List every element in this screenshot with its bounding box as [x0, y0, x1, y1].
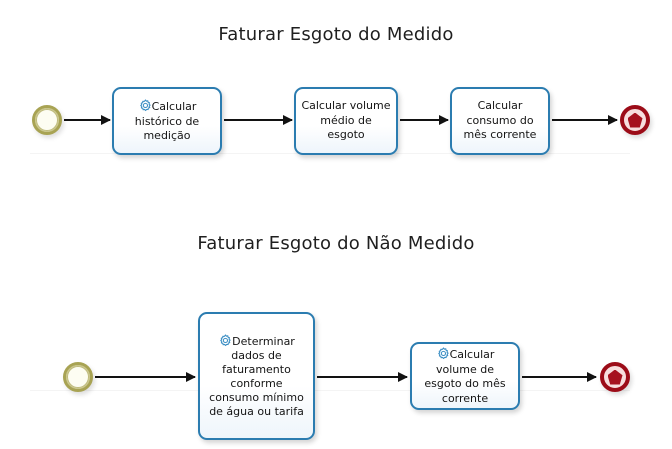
diagram-1-task-calcular-historico-medicao[interactable]: Calcular histórico de medição: [112, 87, 222, 155]
diagram-1-start-event[interactable]: [32, 105, 62, 135]
task-label-wrapper: Calcular volume de esgoto do mês corrent…: [417, 346, 513, 406]
diagram-1-flow-task3-to-end: [552, 115, 618, 125]
diagram-1-end-event[interactable]: [620, 105, 650, 135]
terminate-pentagon-icon: [627, 112, 643, 128]
diagram-1-flow-task1-to-task2: [224, 115, 293, 125]
diagram-2-flow-task1-to-task2: [317, 372, 408, 382]
gear-icon: [138, 98, 153, 113]
task-label-text: Calcular volume médio de esgoto: [301, 99, 391, 142]
diagram-2-title: Faturar Esgoto do Não Medido: [197, 233, 475, 254]
diagram-2-start-event[interactable]: [63, 362, 93, 392]
diagram-2-task-determinar-dados-faturamento[interactable]: Determinar dados de faturamento conforme…: [198, 312, 315, 440]
diagram-1-task-calcular-consumo-mes-corrente[interactable]: Calcular consumo do mês corrente: [450, 87, 550, 155]
diagram-1-task-calcular-volume-medio-esgoto[interactable]: Calcular volume médio de esgoto: [294, 87, 398, 155]
diagram-2-task-calcular-volume-esgoto-mes-corrente[interactable]: Calcular volume de esgoto do mês corrent…: [410, 342, 520, 410]
task-label-wrapper: Determinar dados de faturamento conforme…: [205, 333, 308, 419]
task-label-text: Calcular histórico de medição: [134, 100, 200, 143]
diagram-1-flow-start-to-task1: [64, 115, 111, 125]
gear-icon: [218, 333, 233, 348]
task-label-text: Calcular volume de esgoto do mês corrent…: [424, 348, 506, 405]
diagram-2-end-event[interactable]: [600, 362, 630, 392]
task-label-text: Determinar dados de faturamento conforme…: [209, 335, 304, 418]
task-label-text: Calcular consumo do mês corrente: [463, 99, 537, 142]
diagram-1-flow-task2-to-task3: [400, 115, 449, 125]
diagram-2-flow-task2-to-end: [522, 372, 597, 382]
diagram-2-flow-start-to-task1: [95, 372, 196, 382]
gear-icon: [436, 346, 451, 361]
diagram-1-title: Faturar Esgoto do Medido: [218, 24, 454, 45]
terminate-pentagon-icon: [607, 369, 623, 385]
lane-guide: [30, 390, 630, 391]
task-label-wrapper: Calcular histórico de medição: [119, 98, 215, 144]
